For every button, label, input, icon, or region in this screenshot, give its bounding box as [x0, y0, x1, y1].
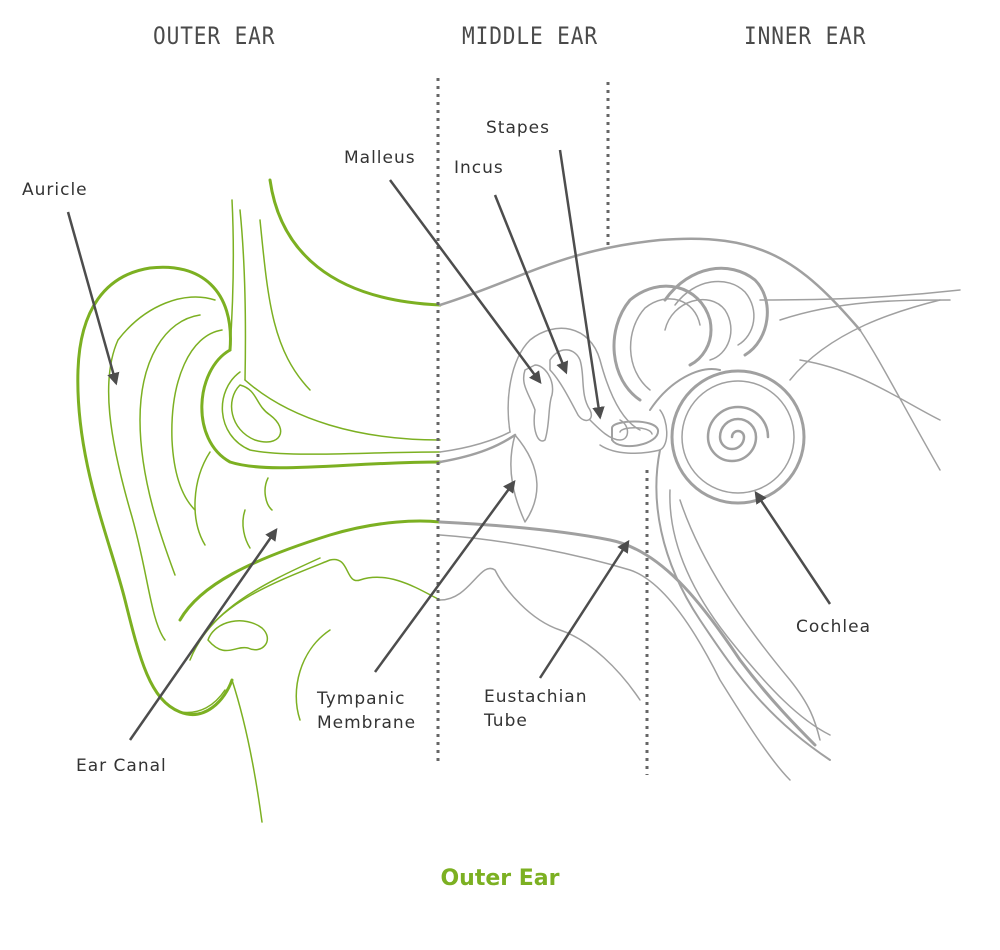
- malleus-shape: [523, 364, 554, 442]
- eustachian-arrow: [538, 539, 630, 679]
- tympanic-membrane-label: Tympanic Membrane: [317, 687, 416, 735]
- outer-ear-header: OUTER EAR: [153, 22, 276, 50]
- auricle-rim: [76, 265, 234, 716]
- eustachian-label-line2: Tube: [484, 711, 528, 731]
- diagram-caption: Outer Ear: [440, 866, 560, 891]
- incus-arrow: [493, 194, 569, 375]
- eustachian-label-line1: Eustachian: [484, 687, 588, 707]
- cochlea-label: Cochlea: [796, 617, 871, 637]
- label-arrows: [66, 149, 832, 741]
- eustachian-tube-label: Eustachian Tube: [484, 685, 588, 733]
- semicircular-canals: [612, 284, 713, 402]
- concha: [200, 348, 442, 470]
- outer-ear-drawing: [76, 178, 442, 823]
- ear-canal-arrow: [128, 527, 278, 741]
- malleus-arrow: [388, 179, 542, 385]
- middle-inner-ear-drawing: [438, 237, 961, 781]
- tympanic-membrane-shape: [510, 434, 538, 523]
- tympanic-arrow: [373, 479, 516, 673]
- stapes-arrow: [558, 149, 605, 420]
- cochlea-shape: [670, 369, 806, 505]
- tympanic-label-line2: Membrane: [317, 713, 417, 733]
- incus-label: Incus: [454, 158, 504, 178]
- head-contour: [268, 178, 442, 307]
- auricle-arrow: [66, 211, 120, 386]
- cochlea-arrow: [754, 490, 832, 605]
- tympanic-label-line1: Tympanic: [317, 689, 406, 709]
- ear-canal-label: Ear Canal: [76, 756, 167, 776]
- middle-ear-header: MIDDLE EAR: [462, 22, 598, 50]
- ear-canal-bottom: [178, 519, 442, 622]
- incus-shape: [549, 349, 592, 422]
- stapes-label: Stapes: [486, 118, 550, 138]
- section-dividers: [436, 78, 649, 775]
- auricle-label: Auricle: [22, 180, 88, 200]
- malleus-label: Malleus: [344, 148, 416, 168]
- ear-canal-top: [244, 379, 441, 441]
- inner-ear-header: INNER EAR: [744, 22, 867, 50]
- stapes-shape: [589, 419, 629, 441]
